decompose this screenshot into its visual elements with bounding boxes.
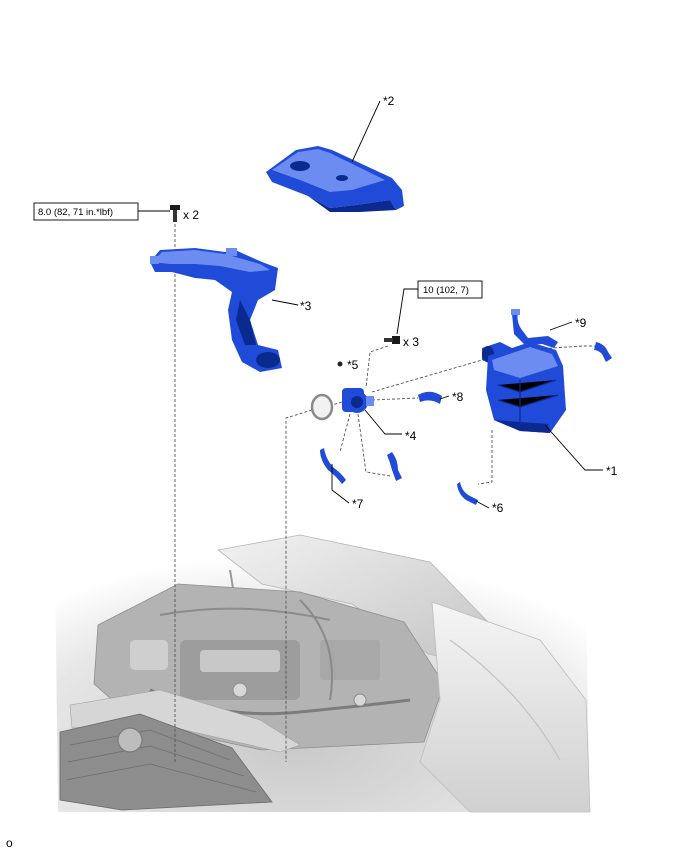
air-inlet-duct-tab <box>150 256 159 264</box>
leader-line-part-9 <box>549 321 573 331</box>
engine-components <box>130 599 411 716</box>
part-label-2: *2 <box>383 94 395 108</box>
engine-cap <box>353 693 367 707</box>
front-grille <box>59 713 273 811</box>
guide-line-throttle-to-hose-8 <box>371 397 419 401</box>
air-inlet-duct-tab <box>226 248 237 256</box>
bolt-icon <box>170 205 180 222</box>
leader-line-part-7 <box>331 464 350 504</box>
hose-9-clamp <box>511 309 520 315</box>
engine-hose <box>299 599 333 701</box>
fender-crease <box>449 639 561 761</box>
right-fender <box>419 601 591 813</box>
part-label-3: *3 <box>300 299 312 313</box>
part-label-8: *8 <box>452 390 464 404</box>
leader-line-part-4 <box>364 409 402 435</box>
leader-line-part-1 <box>544 424 603 471</box>
torque-spec-leader-2 <box>396 288 418 335</box>
torque-spec-box-2 <box>417 280 483 299</box>
part-label-1: *1 <box>606 464 618 478</box>
throttle-body-actuator <box>366 396 374 406</box>
part-5-marker-dot <box>337 361 343 367</box>
part-1-air-cleaner-assembly <box>482 342 566 433</box>
air-cleaner-side-hose <box>594 342 612 362</box>
part-label-6: *6 <box>492 501 504 515</box>
grille-line <box>65 763 257 793</box>
guide-line-gasket-to-vehicle <box>285 409 313 762</box>
grille-line <box>69 729 231 761</box>
engine-cover-side-edge <box>308 196 396 212</box>
guide-line-throttle-to-gasket <box>331 401 343 406</box>
engine-cover-hole <box>290 161 310 171</box>
leader-line-part-2 <box>351 100 381 163</box>
battery <box>320 640 380 680</box>
air-cleaner-ribs <box>497 379 559 428</box>
engine-cover-top-face <box>272 149 385 192</box>
guide-line-throttle-to-hose-7 <box>339 413 351 453</box>
engine-top-cover <box>200 650 280 672</box>
air-inlet-duct-top-face <box>152 250 270 272</box>
part-label-9: *9 <box>575 316 587 330</box>
air-cleaner-lid <box>492 347 558 378</box>
guide-line-bolt-to-throttle <box>365 345 389 389</box>
leader-line-part-6 <box>475 500 490 509</box>
part-7-hose <box>320 448 346 484</box>
part-label-5: *5 <box>347 358 359 372</box>
vehicle-engine-bay-illustration <box>55 534 591 813</box>
torque-spec-box-1 <box>33 202 139 221</box>
part-5-gasket-ring <box>310 393 334 421</box>
assembly-guide-lines <box>174 224 596 762</box>
engine-cover-recess <box>336 175 348 181</box>
corner-mark: o <box>6 836 13 850</box>
bolt-shank <box>384 338 393 342</box>
part-3-air-inlet-duct <box>150 248 282 372</box>
emblem <box>117 727 143 753</box>
air-inlet-duct-outlet <box>256 352 280 368</box>
guide-line-throttle-to-hose <box>357 413 391 477</box>
part-8-hose <box>418 391 442 404</box>
engine-pipe <box>159 607 331 621</box>
guide-line-throttle-to-air-cleaner <box>371 359 483 393</box>
part-4-throttle-body <box>342 388 374 413</box>
throttle-body-opening <box>351 396 363 408</box>
leader-line-part-8 <box>439 395 450 400</box>
guide-line-air-cleaner-to-hose <box>523 345 596 351</box>
torque-spec-value-1: 8.0 (82, 71 in.*lbf) <box>38 207 113 218</box>
throttle-lower-hose <box>387 452 402 481</box>
air-cleaner-bottom <box>494 420 550 433</box>
leader-line-part-3 <box>271 299 299 306</box>
part-label-4: *4 <box>405 429 417 443</box>
grille-line <box>67 745 245 777</box>
guide-line-air-cleaner-to-hose-6 <box>477 430 493 485</box>
engine-cap <box>232 682 248 698</box>
hose-9-body <box>512 312 558 348</box>
fluid-reservoir <box>130 640 168 670</box>
torque-spec-value-2: 10 (102, 7) <box>423 285 469 296</box>
part-2-engine-cover <box>266 146 404 212</box>
part-6-hose <box>457 482 478 505</box>
air-inlet-duct-inner-shadow <box>236 300 256 345</box>
bolt-quantity-2: x 3 <box>403 335 419 349</box>
bolt-shank <box>173 210 177 222</box>
part-9-hose <box>511 309 558 348</box>
part-label-7: *7 <box>352 497 364 511</box>
bolt-icon <box>384 336 400 344</box>
bolt-head <box>392 336 400 344</box>
grille-mesh <box>65 729 257 793</box>
bolt-quantity-1: x 2 <box>183 208 199 222</box>
bolt-head <box>170 205 180 210</box>
